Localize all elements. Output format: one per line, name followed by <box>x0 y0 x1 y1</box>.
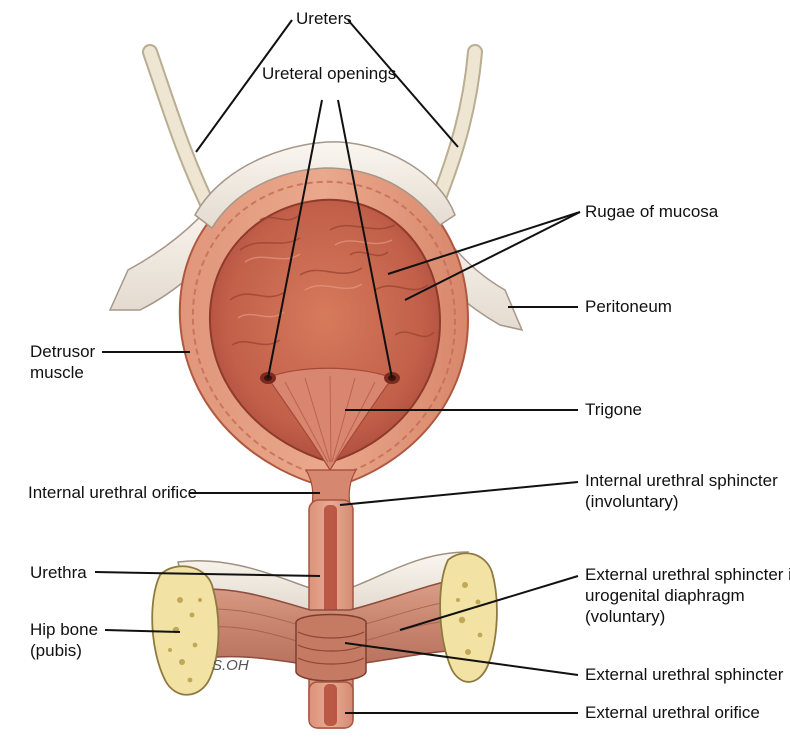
label-hip-bone-line2: (pubis) <box>30 641 82 660</box>
label-ureters: Ureters <box>296 9 352 28</box>
hip-bone-right <box>439 552 498 683</box>
label-ext-sphincter: External urethral sphincter <box>585 665 784 684</box>
leader-ext-sphincter <box>344 642 579 676</box>
label-internal-sphincter-line2: (involuntary) <box>585 492 679 511</box>
label-ext-orifice: External urethral orifice <box>585 703 760 722</box>
peritoneum-cap <box>194 141 456 230</box>
label-peritoneum: Peritoneum <box>585 297 672 316</box>
label-detrusor-line1: Detrusor <box>30 342 96 361</box>
label-rugae: Rugae of mucosa <box>585 202 719 221</box>
leader-rugae-2 <box>404 211 581 301</box>
hip-bone-left <box>151 565 220 696</box>
trigone-region <box>267 367 393 472</box>
label-urethra: Urethra <box>30 563 87 582</box>
leader-lines <box>94 19 581 714</box>
detrusor-layer <box>191 180 457 480</box>
leader-openings-right <box>337 99 393 379</box>
ureter-left <box>142 44 223 228</box>
label-hip-bone-line1: Hip bone <box>30 620 99 639</box>
external-urethral-sphincter <box>295 613 367 682</box>
bladder-lumen <box>208 198 442 464</box>
leader-ureters-right <box>347 19 459 148</box>
urethra-lower-lumen <box>324 684 337 726</box>
leader-ext-diaphragm <box>399 575 579 631</box>
label-detrusor-line2: muscle <box>30 363 84 382</box>
leader-openings-left <box>267 99 323 379</box>
label-trigone: Trigone <box>585 400 643 419</box>
label-internal-sphincter-line1: Internal urethral sphincter <box>585 471 778 490</box>
label-ext-sphincter-diaphragm: External urethral sphincter in urogenita… <box>585 564 790 627</box>
label-internal-orifice: Internal urethral orifice <box>28 483 198 502</box>
label-ext-diaphragm-line2: urogenital diaphragm <box>585 586 745 605</box>
label-ext-diaphragm-line3: (voluntary) <box>585 607 666 626</box>
leader-rugae-1 <box>387 211 581 275</box>
leader-urethra <box>94 571 321 577</box>
label-detrusor: Detrusor muscle <box>30 341 95 383</box>
leader-internal-sphincter <box>339 481 579 506</box>
label-ureteral-openings: Ureteral openings <box>262 64 397 83</box>
label-internal-sphincter: Internal urethral sphincter (involuntary… <box>585 470 778 512</box>
trigone-striations <box>284 375 376 463</box>
leader-ureters-left <box>195 19 293 153</box>
label-ext-diaphragm-line1: External urethral sphincter in <box>585 565 790 584</box>
label-hip-bone: Hip bone (pubis) <box>30 619 98 661</box>
artist-signature: S.OH <box>212 657 249 674</box>
sphincter-bands <box>297 631 365 665</box>
leader-hip-bone <box>104 629 181 633</box>
